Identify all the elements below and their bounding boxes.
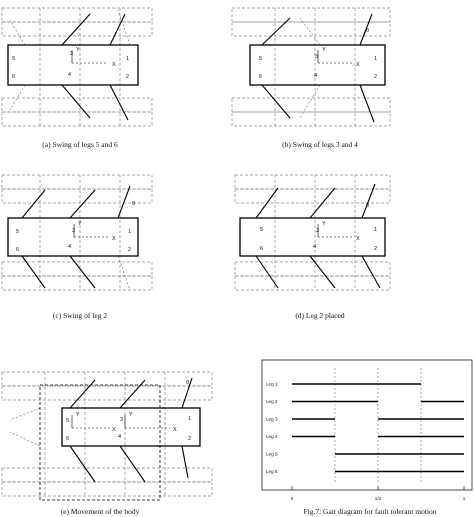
robot-legs: [21, 185, 131, 291]
panel-b: Y X 5 6 3 4 1 2 θ (b) Swing of legs 3 an…: [231, 7, 391, 149]
robot-legs: [261, 13, 375, 123]
caption-a: (a) Swing of legs 5 and 6: [42, 140, 118, 149]
gait-leg-label: Leg 1: [266, 382, 278, 387]
robot-body: [61, 407, 201, 447]
terrain-grid: [231, 7, 391, 127]
leg-label-4: 4: [313, 244, 316, 250]
leg-label-2: 2: [188, 436, 191, 442]
leg-label-5: 5: [259, 56, 262, 62]
terrain-grid: [1, 174, 153, 291]
x-axis-label: X: [356, 62, 360, 68]
gait-leg-label: Leg 2: [266, 399, 278, 404]
angle-label: θ: [366, 203, 369, 209]
leg-label-4: 4: [68, 244, 71, 250]
y-axis-label: Y: [76, 47, 80, 53]
gait-leg-label: Leg 3: [266, 417, 278, 422]
robot-legs: [9, 9, 131, 121]
terrain-grid: [1, 7, 153, 127]
x-axis-label: X: [356, 236, 360, 242]
gait-tick-label: 1: [463, 496, 466, 501]
gait-leg-label: Leg 6: [266, 469, 278, 474]
leg-label-6: 6: [12, 74, 15, 80]
gait-tick-label: 1/2: [375, 496, 382, 501]
robot-legs: [9, 377, 193, 483]
leg-label-5: 5: [12, 56, 15, 62]
gait-leg-label: Leg 5: [266, 452, 278, 457]
leg-label-1: 1: [126, 56, 129, 62]
caption-c: (c) Swing of leg 2: [53, 311, 107, 320]
x-axis-label-old: X: [112, 427, 116, 433]
robot-legs: [255, 183, 381, 289]
panel-e: Y X Y X 5 6 3 4 1 2 θ (e) Movement of th…: [1, 371, 213, 516]
leg-label-3: 3: [70, 51, 73, 57]
leg-label-6: 6: [16, 247, 19, 253]
angle-label: θ: [186, 380, 189, 386]
angle-label: θ: [366, 28, 369, 34]
y-axis-label-old: Y: [76, 412, 80, 418]
gait-leg-label: Leg 4: [266, 434, 278, 439]
caption-b: (b) Swing of legs 3 and 4: [282, 140, 358, 149]
leg-label-6: 6: [66, 436, 69, 442]
panel-d: Y X 5 6 3 4 1 2 θ (d) Leg 2 placed: [234, 174, 391, 320]
previous-body-outline: [39, 384, 161, 501]
robot-body: [7, 44, 139, 86]
leg-label-1: 1: [188, 416, 191, 422]
gait-rows: Leg 1 Leg 2 Leg 3 Leg 4 Leg 5 Leg 6: [266, 368, 464, 484]
gait-ticks: 0 1/2 1: [291, 486, 466, 501]
leg-label-3: 3: [316, 228, 319, 234]
caption-d: (d) Leg 2 placed: [295, 311, 345, 320]
leg-label-4: 4: [118, 434, 121, 440]
leg-label-2: 2: [374, 246, 377, 252]
panel-c: Y X 5 6 3 4 1 2 θ (c) Swing of leg 2: [1, 174, 153, 320]
leg-label-4: 4: [314, 73, 317, 79]
caption-e: (e) Movement of the body: [61, 507, 140, 516]
leg-label-1: 1: [374, 56, 377, 62]
x-axis-label: X: [173, 427, 177, 433]
y-axis-label: Y: [322, 221, 326, 227]
gait-frame: [261, 359, 473, 491]
panel-a: Y X 5 6 3 4 1 2 (a) Swing of legs 5 and …: [1, 7, 153, 149]
leg-label-5: 5: [16, 229, 19, 235]
angle-label: θ: [132, 201, 135, 207]
x-axis-label: X: [112, 62, 116, 68]
robot-body: [239, 217, 386, 257]
x-axis-label: X: [112, 236, 116, 242]
gait-caption: Fig.7: Gait diagram for fault tolerant m…: [303, 507, 436, 516]
leg-label-5: 5: [66, 418, 69, 424]
leg-label-6: 6: [259, 74, 262, 80]
leg-label-2: 2: [126, 74, 129, 80]
leg-label-2: 2: [128, 247, 131, 253]
leg-label-1: 1: [128, 229, 131, 235]
leg-label-3: 3: [120, 417, 123, 423]
terrain-grid: [1, 371, 213, 497]
y-axis-label: Y: [129, 412, 133, 418]
leg-label-2: 2: [374, 74, 377, 80]
leg-label-3: 3: [315, 54, 318, 60]
leg-label-3: 3: [72, 228, 75, 234]
leg-label-5: 5: [260, 227, 263, 233]
robot-body: [249, 44, 386, 86]
gait-diagram: Leg 1 Leg 2 Leg 3 Leg 4 Leg 5 Leg 6 0 1/2 1 Fig…: [261, 359, 473, 516]
leg-label-6: 6: [260, 246, 263, 252]
leg-label-4: 4: [68, 72, 71, 78]
terrain-grid: [234, 174, 391, 291]
y-axis-label: Y: [78, 221, 82, 227]
robot-body: [7, 217, 139, 257]
y-axis-label: Y: [322, 47, 326, 53]
gait-tick-label: 0: [291, 496, 294, 501]
leg-label-1: 1: [374, 227, 377, 233]
